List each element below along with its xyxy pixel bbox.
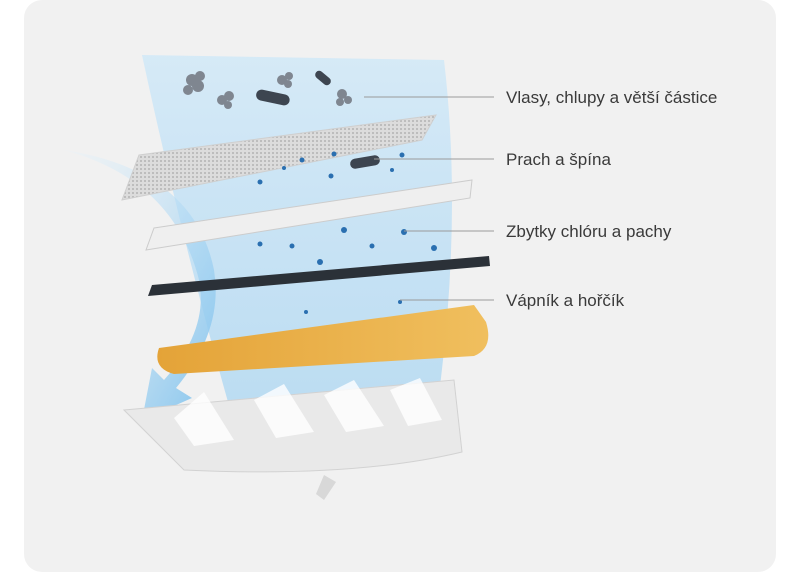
cotton-layer — [145, 179, 473, 251]
particle-cluster-icon — [183, 71, 352, 109]
bacteria-icon — [256, 70, 331, 106]
diagram-card: Vlasy, chlupy a větší částice Prach a šp… — [24, 0, 776, 572]
filter-layers-diagram — [64, 55, 494, 500]
label-hair-particles: Vlasy, chlupy a větší částice — [506, 88, 718, 107]
leader-lines — [364, 96, 494, 301]
mineral-particles — [304, 300, 402, 314]
mesh-layer — [121, 114, 437, 201]
base-tray — [122, 378, 463, 500]
label-dust-dirt: Prach a špína — [506, 150, 611, 169]
resin-layer — [157, 305, 489, 374]
flow-arrow-icon — [64, 150, 216, 420]
label-chlorine-odors: Zbytky chlóru a pachy — [506, 222, 672, 241]
carbon-layer — [148, 256, 490, 296]
dust-particles — [257, 151, 405, 185]
label-calcium-magnesium: Vápník a hořčík — [506, 291, 625, 310]
